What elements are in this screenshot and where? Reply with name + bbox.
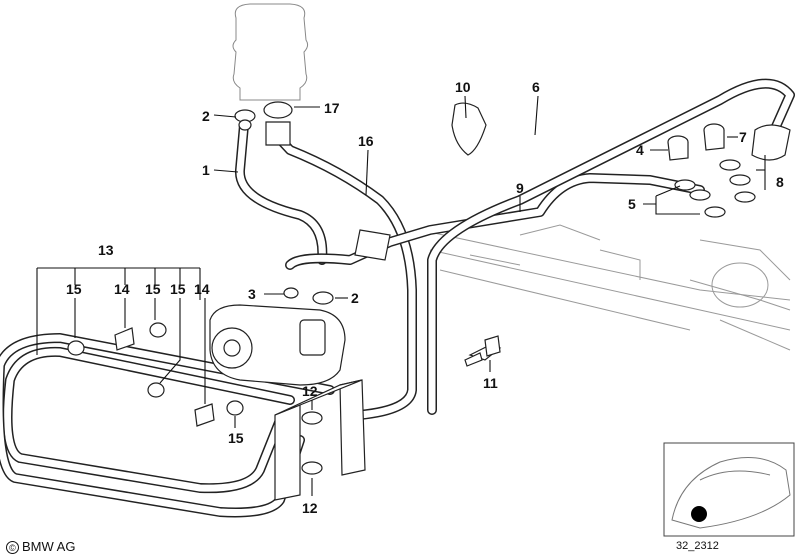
callout-17: 17	[324, 100, 340, 116]
callout-14b: 14	[194, 281, 210, 297]
vehicle-locator-inset	[663, 442, 795, 537]
copyright-text: BMW AG	[22, 539, 76, 554]
callout-4: 4	[636, 142, 644, 158]
callout-15a: 15	[66, 281, 82, 297]
callout-7: 7	[739, 129, 747, 145]
locator-marker	[691, 506, 707, 522]
copyright-notice: ©BMW AG	[6, 539, 76, 555]
callout-15d: 15	[228, 430, 244, 446]
callout-11: 11	[483, 375, 498, 391]
callout-labels: 1 2 17 16 10 6 4 7 8 9 5 13 15 14 15 15 …	[66, 79, 784, 516]
callout-12a: 12	[302, 383, 318, 399]
callout-14a: 14	[114, 281, 130, 297]
callout-12b: 12	[302, 500, 318, 516]
steering-rack-outline	[419, 224, 791, 351]
callout-8: 8	[776, 174, 784, 190]
callout-15c: 15	[170, 281, 186, 297]
fluid-reservoir	[232, 3, 309, 101]
callout-10: 10	[455, 79, 471, 95]
copyright-icon: ©	[6, 541, 19, 555]
callout-3: 3	[248, 286, 256, 302]
callout-5: 5	[628, 196, 636, 212]
callout-15b: 15	[145, 281, 161, 297]
callout-13: 13	[98, 242, 114, 258]
callout-2a: 2	[202, 108, 210, 124]
callout-2b: 2	[351, 290, 359, 306]
cooler-block	[274, 379, 366, 501]
steering-pump	[209, 304, 346, 386]
callout-6: 6	[532, 79, 540, 95]
leader-lines	[36, 95, 766, 496]
hoses	[0, 78, 795, 518]
callout-16: 16	[358, 133, 374, 149]
callout-1: 1	[202, 162, 210, 178]
diagram-reference: 32_2312	[676, 540, 719, 552]
callout-9: 9	[516, 180, 524, 196]
clamps-and-fittings	[67, 101, 791, 475]
